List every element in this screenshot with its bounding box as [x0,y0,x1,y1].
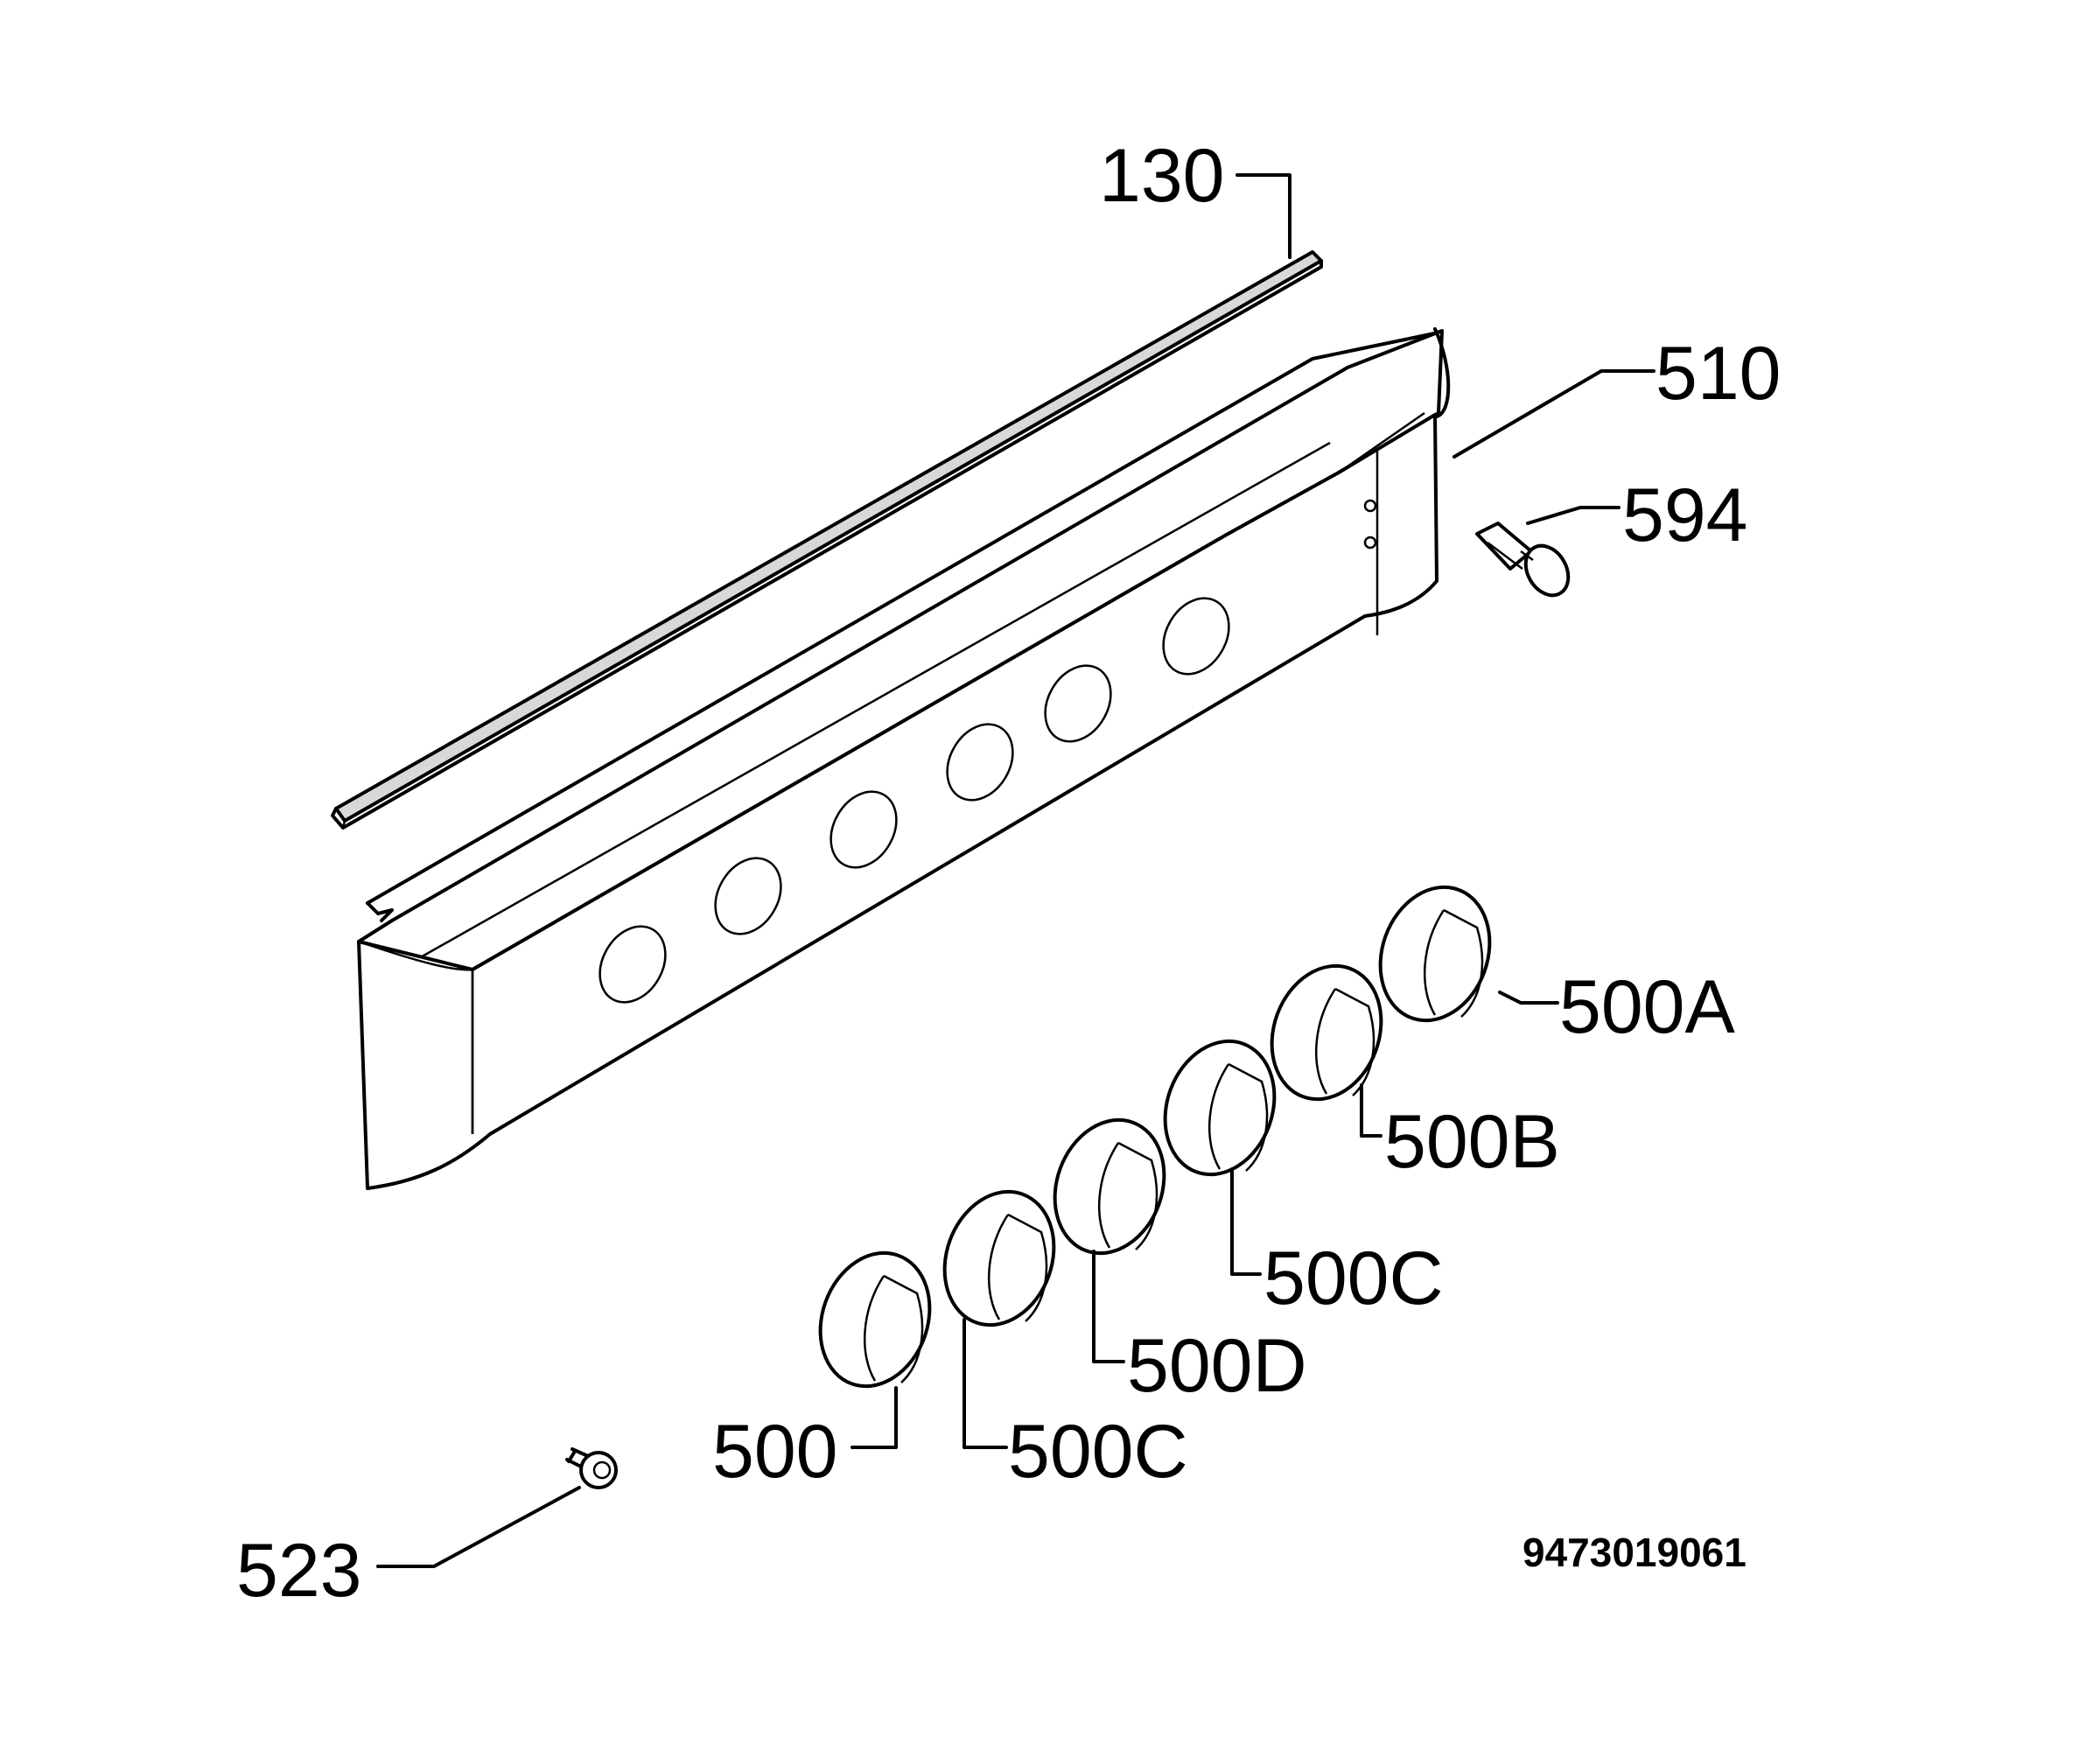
knob-500A [1378,885,1492,1023]
label-594: 594 [1622,473,1748,557]
seal-strip [331,250,1323,830]
label-500C-upper: 500C [1264,1236,1444,1320]
control-panel [357,327,1451,1190]
knob-500C-lower [942,1189,1056,1327]
drawing-number: 9473019061 [1522,1530,1746,1575]
label-500B: 500B [1384,1100,1560,1184]
leader-lines [376,173,1656,1568]
indicator-lamp [1475,522,1571,598]
screw [565,1447,618,1489]
knob-500D [1053,1117,1166,1256]
label-500: 500 [712,1410,838,1494]
knob-500B [1270,963,1383,1102]
label-510: 510 [1656,332,1782,416]
label-130: 130 [1099,134,1225,218]
label-523: 523 [236,1529,362,1613]
knob-500 [818,1250,932,1389]
knob-500C-upper [1163,1039,1277,1177]
label-500D: 500D [1127,1324,1307,1408]
label-500C-lower: 500C [1008,1410,1188,1494]
label-500A: 500A [1559,965,1735,1049]
